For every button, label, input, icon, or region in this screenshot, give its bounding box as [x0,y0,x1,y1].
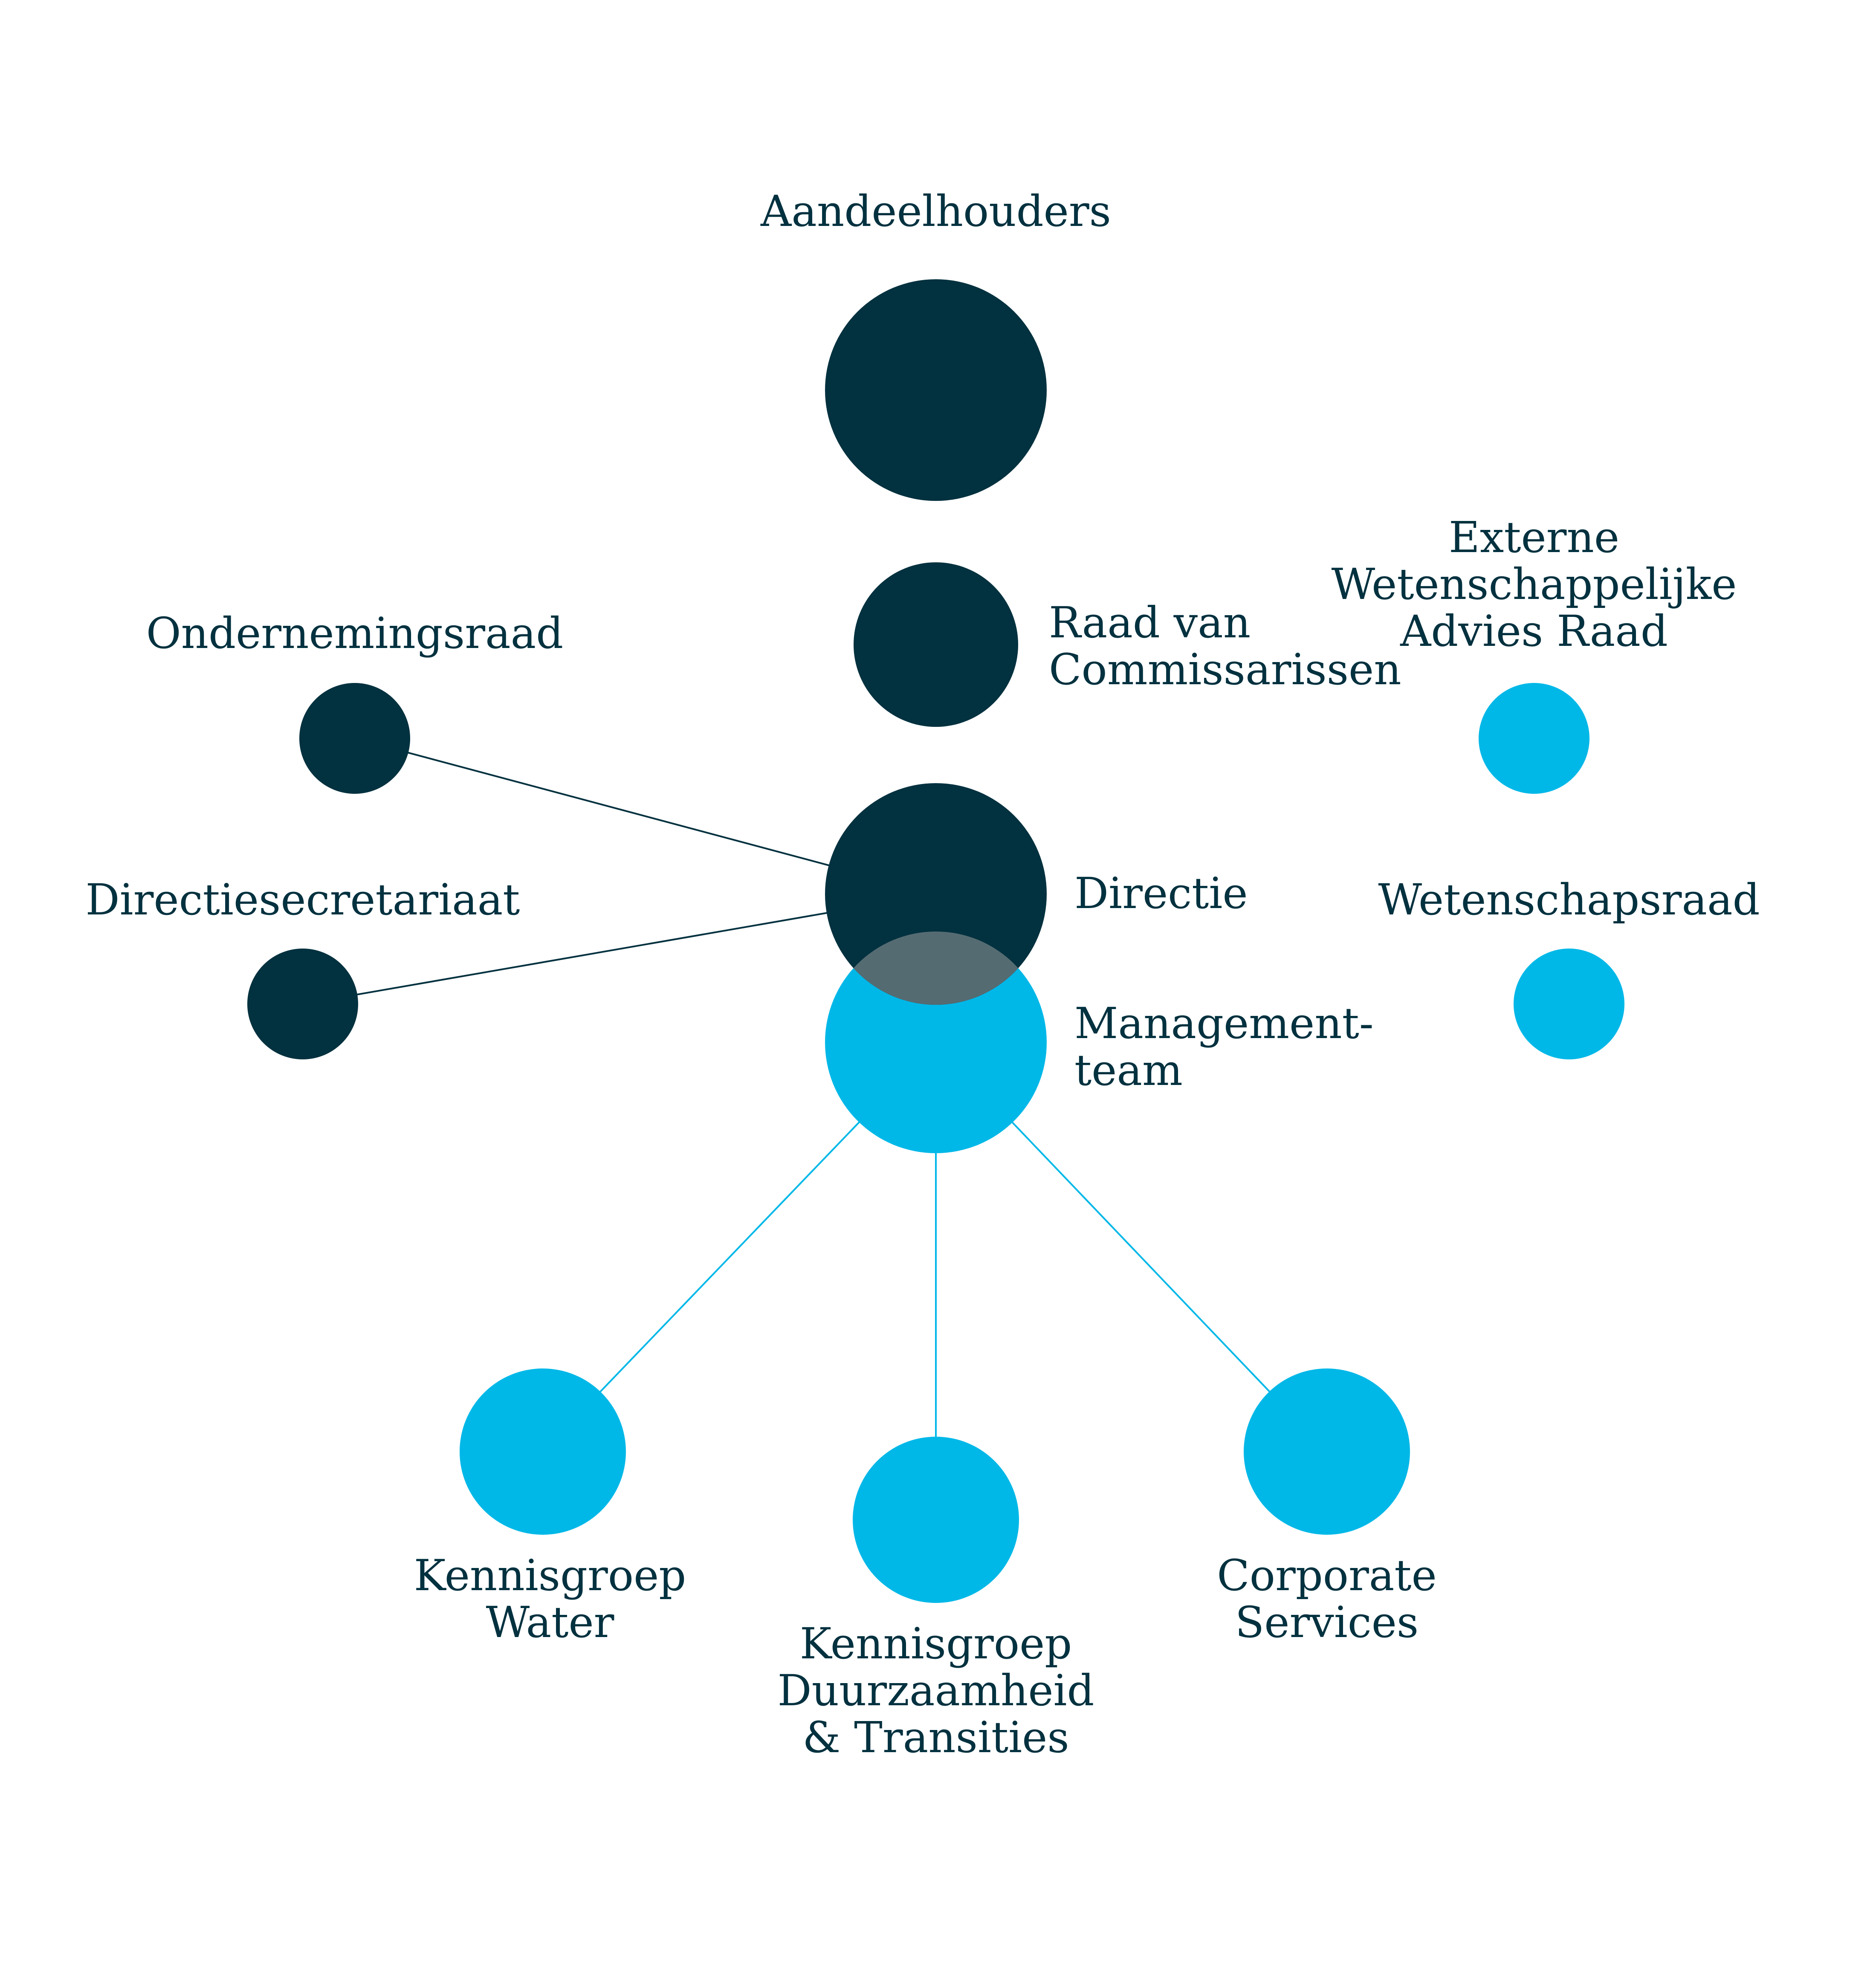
label-aandeelhouders: Aandeelhouders [760,186,1111,236]
label-directie-line-0: Directie [1074,868,1248,918]
node-circles [247,279,1624,1603]
label-directie: Directie [1074,868,1248,918]
node-raad [854,562,1018,727]
label-raad-line-1: Commissarissen [1049,645,1401,694]
label-corporate-line-0: Corporate [1217,1551,1437,1600]
label-ondernemingsraad: Ondernemingsraad [146,608,564,658]
label-corporate-line-1: Services [1235,1597,1419,1647]
connection-lines [302,738,1328,1520]
label-management: Management-team [1074,998,1374,1095]
node-duurzaamheid [853,1437,1019,1603]
node-corporate [1244,1368,1410,1535]
node-directiesecretariaat [247,949,358,1059]
label-wetenschapsraad-line-0: Wetenschapsraad [1378,875,1760,925]
node-wetenschapsraad [1514,949,1624,1059]
node-ondernemingsraad [299,683,410,794]
label-water-line-0: Kennisgroep [414,1551,686,1600]
node-aandeelhouders [825,279,1047,501]
label-management-line-1: team [1074,1045,1183,1095]
label-ondernemingsraad-line-0: Ondernemingsraad [146,608,564,658]
label-raad-line-0: Raad van [1049,598,1251,648]
label-directiesecretariaat-line-0: Directiesecretariaat [86,875,520,925]
label-aandeelhouders-line-0: Aandeelhouders [760,186,1111,236]
label-management-line-0: Management- [1074,998,1374,1048]
label-duurzaamheid-line-1: Duurzaamheid [777,1666,1094,1715]
label-wetenschapsraad: Wetenschapsraad [1378,875,1760,925]
label-externe-line-2: Advies Raad [1400,606,1668,656]
label-directiesecretariaat: Directiesecretariaat [86,875,520,925]
label-externe-line-0: Externe [1449,512,1619,562]
label-externe-line-1: Wetenschappelijke [1332,559,1737,609]
label-duurzaamheid-line-2: & Transities [802,1713,1069,1762]
label-duurzaamheid-line-0: Kennisgroep [800,1619,1072,1669]
label-water-line-1: Water [486,1597,614,1647]
node-externe [1479,683,1589,794]
node-overlap-directie-management [825,931,1047,1005]
node-water [460,1368,626,1535]
